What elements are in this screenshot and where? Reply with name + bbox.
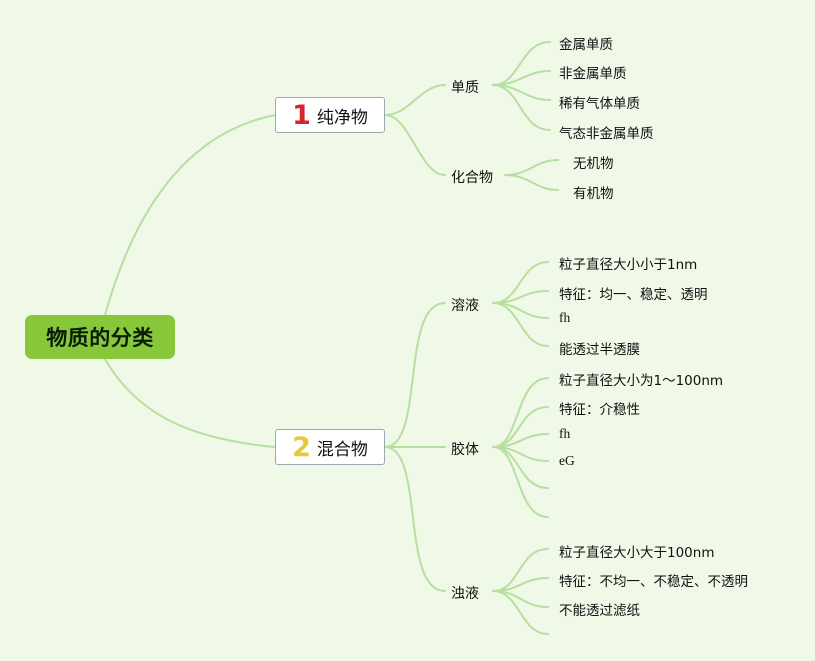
leaf-node[interactable]: 能透过半透膜 <box>559 342 640 358</box>
number-badge-1: 1 <box>292 99 311 131</box>
sub-node-suspension[interactable]: 浊液 <box>451 586 479 602</box>
connector-mix-suspension <box>384 446 446 592</box>
leaf-node[interactable]: 稀有气体单质 <box>559 96 640 112</box>
connector-mix-solution <box>384 302 446 448</box>
connector-pure-compound <box>384 114 446 176</box>
leaf-node[interactable]: 气态非金属单质 <box>559 126 654 142</box>
leaf-node[interactable]: 特征：不均一、不稳定、不透明 <box>559 574 748 590</box>
root-node[interactable]: 物质的分类 <box>25 315 175 359</box>
branch-label: 混合物 <box>316 439 368 460</box>
leaf-node[interactable]: 粒子直径大小为1～100nm <box>559 373 724 389</box>
leaf-node[interactable]: 特征：均一、稳定、透明 <box>559 287 708 303</box>
sub-node-solution[interactable]: 溶液 <box>451 298 479 314</box>
root-label: 物质的分类 <box>46 326 154 350</box>
sub-node-elemental[interactable]: 单质 <box>451 80 479 96</box>
leaf-node[interactable]: 粒子直径大小小于1nm <box>559 257 698 273</box>
leaf-node[interactable]: 粒子直径大小大于100nm <box>559 545 715 561</box>
leaf-node[interactable]: 金属单质 <box>559 37 613 53</box>
leaf-node[interactable]: 无机物 <box>573 156 614 172</box>
leaf-node[interactable]: 不能透过滤纸 <box>559 603 640 619</box>
leaf-node[interactable]: 特征：介稳性 <box>559 402 640 418</box>
leaf-node[interactable]: fh <box>559 310 571 325</box>
connector-root-pure <box>104 114 276 316</box>
branch-label: 纯净物 <box>316 107 368 128</box>
connector-root-mix <box>104 358 276 448</box>
branch-mixture[interactable]: 2 混合物 <box>275 429 385 465</box>
leaf-node[interactable]: fh <box>559 426 571 441</box>
sub-node-colloid[interactable]: 胶体 <box>451 442 479 458</box>
leaf-node[interactable]: eG <box>559 453 575 468</box>
branch-pure-substance[interactable]: 1 纯净物 <box>275 97 385 133</box>
number-badge-2: 2 <box>292 431 311 463</box>
leaf-node[interactable]: 非金属单质 <box>559 66 627 82</box>
connector-pure-elemental <box>384 84 446 116</box>
leaf-node[interactable]: 有机物 <box>573 186 614 202</box>
sub-node-compound[interactable]: 化合物 <box>451 170 493 186</box>
